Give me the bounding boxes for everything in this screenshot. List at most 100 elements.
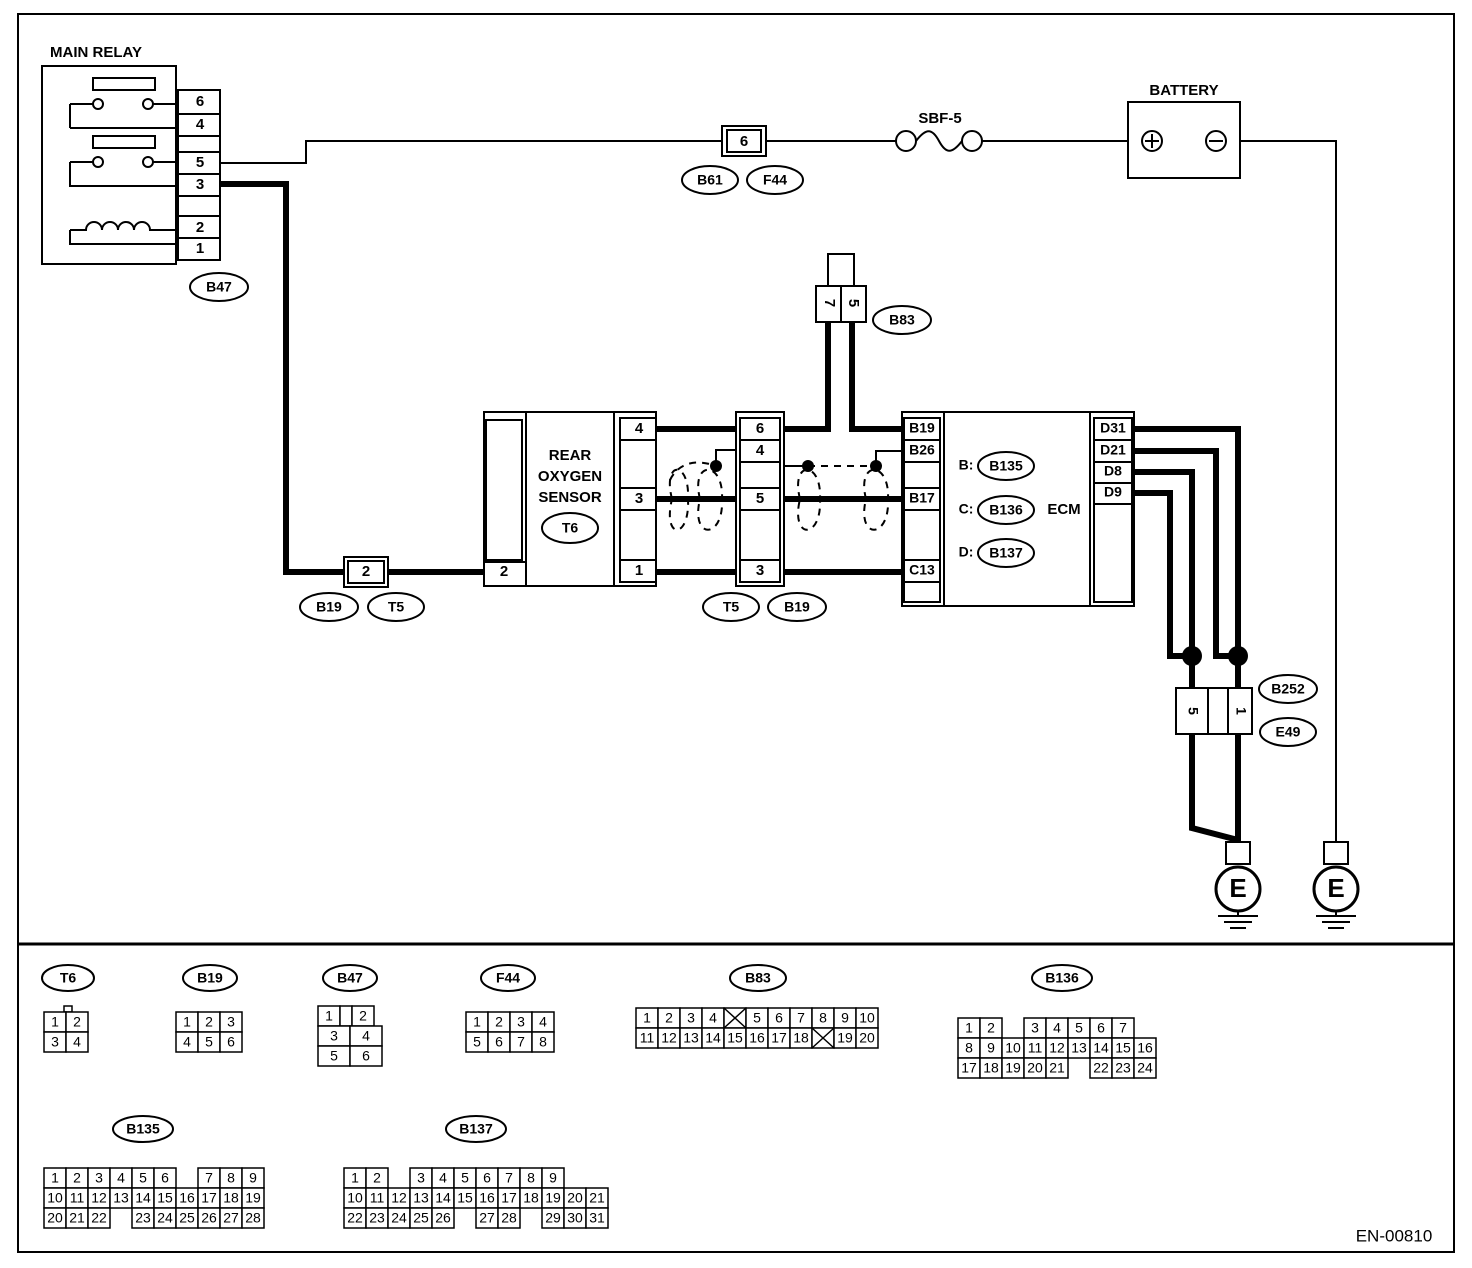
legend-cell bbox=[241, 1207, 265, 1229]
legend-pin-number: 4 bbox=[539, 1014, 547, 1030]
legend-pin-number: 24 bbox=[391, 1210, 407, 1226]
svg-text:7: 7 bbox=[821, 299, 838, 307]
svg-text:C:: C: bbox=[959, 501, 974, 517]
legend-pin-number: 23 bbox=[1115, 1060, 1131, 1076]
b47-pin: 6 bbox=[196, 93, 204, 110]
legend-pin-number: 1 bbox=[183, 1014, 191, 1030]
legend-pin-number: 20 bbox=[859, 1030, 875, 1046]
legend-pin-number: 8 bbox=[527, 1170, 535, 1186]
legend-pin-number: 10 bbox=[347, 1190, 363, 1206]
legend-pin-number: 15 bbox=[1115, 1040, 1131, 1056]
connector-tag-label: B61 bbox=[697, 172, 723, 188]
connector-tag-label: B19 bbox=[316, 599, 342, 615]
connector-tag-label: B83 bbox=[889, 312, 915, 328]
legend-pin-number: 5 bbox=[139, 1170, 147, 1186]
ecm-label: ECM bbox=[1047, 501, 1080, 518]
legend-connector-id: B135 bbox=[126, 1121, 160, 1137]
legend-pin-number: 14 bbox=[135, 1190, 151, 1206]
legend-pin-number: 2 bbox=[205, 1014, 213, 1030]
legend-pin-number: 31 bbox=[589, 1210, 605, 1226]
legend-pin-number: 16 bbox=[1137, 1040, 1153, 1056]
legend-connector-id: F44 bbox=[496, 970, 520, 986]
legend-pin-number: 1 bbox=[325, 1008, 333, 1024]
legend-pin-number: 12 bbox=[661, 1030, 677, 1046]
legend-pin-number: 18 bbox=[523, 1190, 539, 1206]
legend-pin-number: 28 bbox=[501, 1210, 517, 1226]
legend-pin-number: 15 bbox=[727, 1030, 743, 1046]
legend-cell bbox=[431, 1207, 455, 1229]
legend-pin-number: 3 bbox=[1031, 1020, 1039, 1036]
legend-pin-number: 19 bbox=[545, 1190, 561, 1206]
legend-pin-number: 8 bbox=[227, 1170, 235, 1186]
legend-pin-number: 17 bbox=[201, 1190, 217, 1206]
ecm: B19 B26 B17 C13 D31 D21 D8 D9 ECM B: B13… bbox=[901, 411, 1135, 607]
legend-cell-blank-mark bbox=[811, 1027, 835, 1049]
legend-pin-number: 2 bbox=[73, 1014, 81, 1030]
legend-pin-number: 1 bbox=[51, 1014, 59, 1030]
legend-pin-number: 6 bbox=[362, 1048, 370, 1064]
main-relay-title: MAIN RELAY bbox=[50, 44, 142, 61]
legend-pin-number: 11 bbox=[70, 1190, 85, 1206]
connector-b83: 7 5 B83 bbox=[815, 253, 932, 335]
legend-pin-number: 8 bbox=[539, 1034, 547, 1050]
legend-pin-number: 10 bbox=[1005, 1040, 1021, 1056]
connector-tag-label: F44 bbox=[763, 172, 787, 188]
b47-pin: 3 bbox=[196, 176, 204, 193]
legend-connector-id: B19 bbox=[197, 970, 223, 986]
legend-pin-number: 1 bbox=[51, 1170, 59, 1186]
svg-text:D21: D21 bbox=[1100, 442, 1126, 458]
legend-pin-number: 18 bbox=[983, 1060, 999, 1076]
legend-pin-number: 7 bbox=[517, 1034, 525, 1050]
svg-text:5: 5 bbox=[845, 299, 862, 307]
legend-pin-number: 11 bbox=[640, 1030, 655, 1046]
legend-pin-number: 19 bbox=[245, 1190, 261, 1206]
sensor-label: OXYGEN bbox=[538, 468, 602, 485]
relay-coil-icon bbox=[69, 221, 176, 245]
svg-text:D8: D8 bbox=[1104, 463, 1122, 479]
legend-cell bbox=[219, 1031, 243, 1053]
legend-pin-number: 21 bbox=[69, 1210, 85, 1226]
legend-pin-number: 6 bbox=[1097, 1020, 1105, 1036]
legend-pin-number: 3 bbox=[517, 1014, 525, 1030]
svg-text:5: 5 bbox=[756, 490, 764, 507]
legend-cell-blank-mark bbox=[723, 1007, 747, 1029]
sensor-label: REAR bbox=[549, 447, 592, 464]
legend-cell bbox=[855, 1027, 879, 1049]
legend-pin-number: 7 bbox=[797, 1010, 805, 1026]
legend-pin-number: 4 bbox=[362, 1028, 370, 1044]
rear-oxygen-sensor: 2 REAR OXYGEN SENSOR T6 4 3 1 bbox=[483, 411, 657, 587]
svg-text:4: 4 bbox=[635, 420, 644, 437]
wire-battery-ground bbox=[1238, 140, 1337, 844]
legend-pin-number: 14 bbox=[705, 1030, 721, 1046]
legend-pin-number: 20 bbox=[1027, 1060, 1043, 1076]
legend-pin-number: 15 bbox=[457, 1190, 473, 1206]
svg-text:6: 6 bbox=[740, 133, 748, 150]
legend-pin-number: 13 bbox=[1071, 1040, 1087, 1056]
legend-pin-number: 18 bbox=[223, 1190, 239, 1206]
legend-pin-number: 3 bbox=[687, 1010, 695, 1026]
legend-connector-id: T6 bbox=[60, 970, 77, 986]
legend-pin-number: 8 bbox=[965, 1040, 973, 1056]
legend-pin-number: 6 bbox=[227, 1034, 235, 1050]
legend-pin-number: 12 bbox=[1049, 1040, 1065, 1056]
connector-tag-label: B19 bbox=[784, 599, 810, 615]
legend-pin-number: 30 bbox=[567, 1210, 583, 1226]
legend-pin-number: 6 bbox=[483, 1170, 491, 1186]
connector-t5-b19-mid: 6 4 5 3 T5 B19 bbox=[702, 411, 827, 622]
b47-pin: 1 bbox=[196, 240, 204, 257]
legend-pin-number: 1 bbox=[643, 1010, 651, 1026]
svg-text:3: 3 bbox=[635, 490, 643, 507]
legend-pin-number: 14 bbox=[1093, 1040, 1109, 1056]
legend-pin-number: 9 bbox=[249, 1170, 257, 1186]
legend-pin-number: 4 bbox=[439, 1170, 447, 1186]
svg-text:E: E bbox=[1327, 873, 1344, 903]
svg-text:B17: B17 bbox=[909, 490, 935, 506]
legend-cell bbox=[1133, 1057, 1157, 1079]
legend-pin-number: 27 bbox=[223, 1210, 239, 1226]
legend-pin-number: 1 bbox=[351, 1170, 359, 1186]
svg-text:D:: D: bbox=[959, 544, 974, 560]
legend-pin-number: 1 bbox=[473, 1014, 481, 1030]
legend-pin-number: 9 bbox=[987, 1040, 995, 1056]
legend-cell bbox=[339, 1005, 353, 1027]
